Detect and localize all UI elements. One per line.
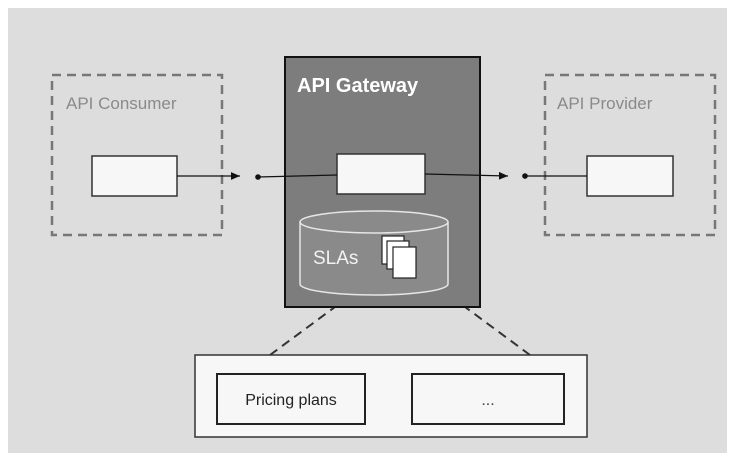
plans-connector-left — [269, 269, 386, 356]
plans-connector-right — [414, 269, 531, 356]
api-gateway-group: API Gateway SLAs — [284, 56, 481, 308]
provider-endpoint-box — [586, 155, 674, 197]
provider-input-port — [522, 173, 528, 179]
pricing-plans-box — [216, 373, 366, 425]
consumer-endpoint-box — [91, 155, 178, 197]
api-consumer-label: API Consumer — [66, 94, 177, 113]
gateway-input-port — [255, 174, 261, 180]
consumer-to-gateway-connector — [177, 172, 338, 180]
sla-datastore: SLAs — [299, 210, 449, 296]
gateway-to-provider-connector — [424, 171, 587, 180]
gateway-endpoint-box — [336, 153, 426, 195]
documents-icon — [381, 235, 417, 279]
sla-cylinder-top — [299, 210, 449, 234]
plans-container: Pricing plans ... — [194, 354, 588, 438]
api-provider-label: API Provider — [557, 94, 653, 113]
pricing-plans-label: Pricing plans — [245, 392, 337, 409]
api-consumer-group: API Consumer — [50, 73, 224, 237]
more-plans-label: ... — [481, 392, 494, 409]
api-gateway-label: API Gateway — [297, 75, 419, 97]
sla-label: SLAs — [313, 248, 358, 269]
more-plans-box — [411, 373, 565, 425]
